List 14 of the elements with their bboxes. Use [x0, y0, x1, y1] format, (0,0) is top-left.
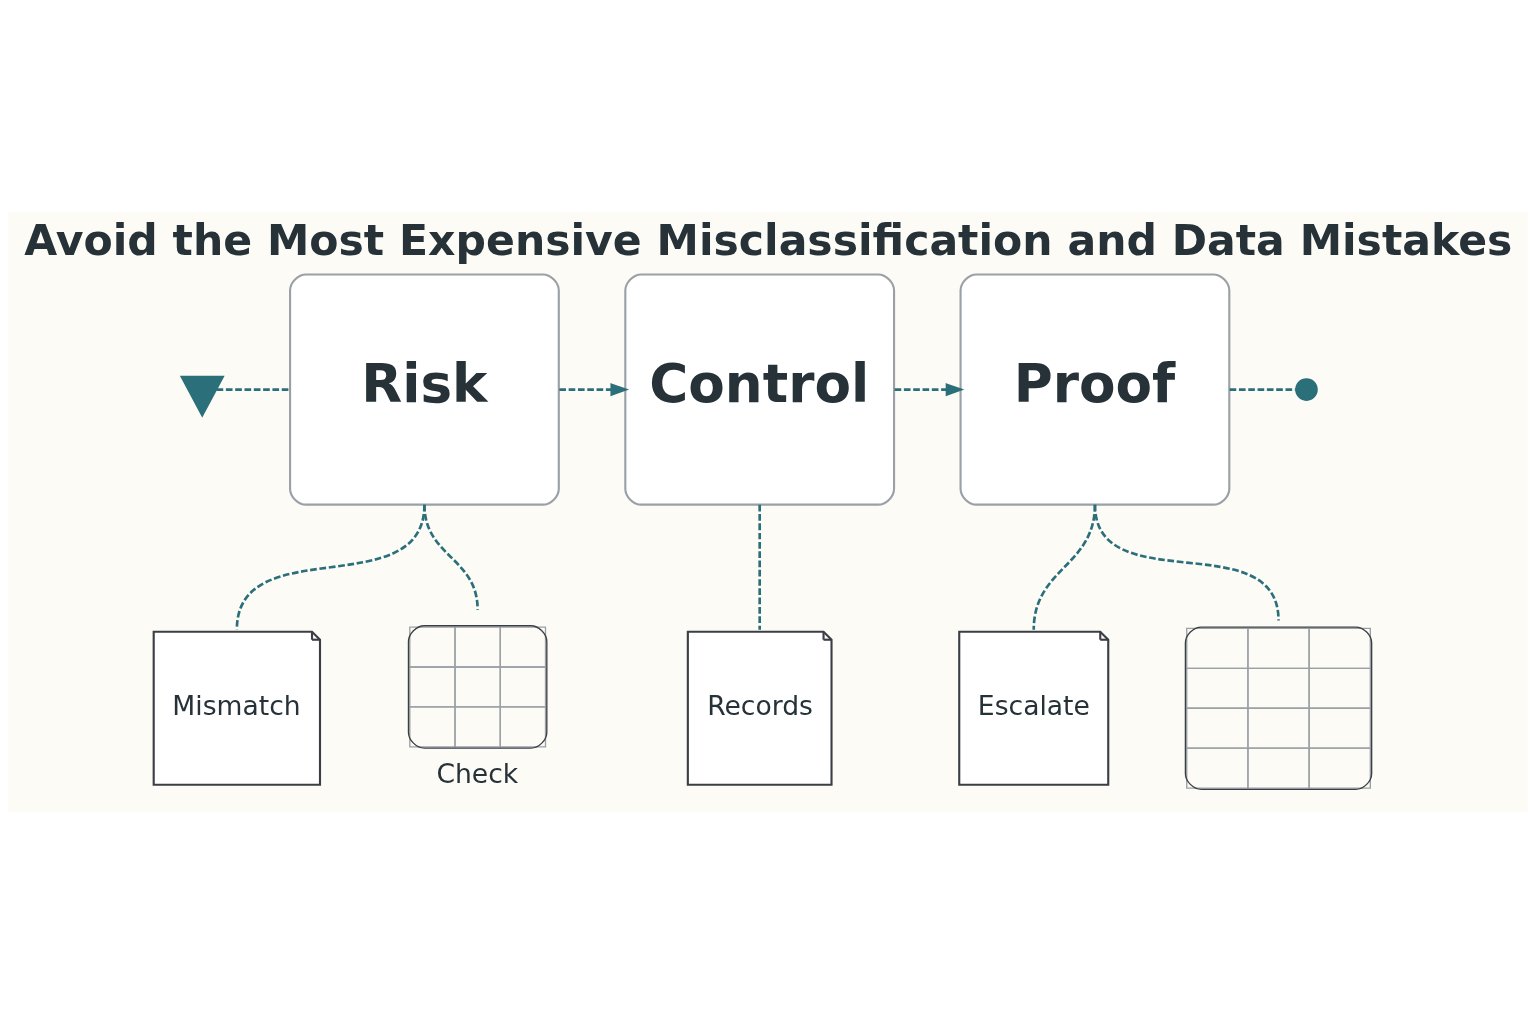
node-circle [1295, 378, 1318, 401]
node-pin [179, 375, 225, 418]
connector [1229, 388, 1296, 391]
diagram-title: Avoid the Most Expensive Misclassification and Data Mistakes [24, 215, 1513, 266]
connector [758, 504, 762, 630]
node-box: Risk [289, 273, 560, 506]
arrow [559, 383, 630, 397]
node-box: Control [624, 273, 896, 506]
node-box: Proof [959, 273, 1231, 506]
connector [1093, 504, 1280, 621]
connector [423, 504, 479, 610]
node-label: Check [436, 757, 519, 789]
arrow [894, 383, 965, 397]
connector [216, 388, 291, 391]
